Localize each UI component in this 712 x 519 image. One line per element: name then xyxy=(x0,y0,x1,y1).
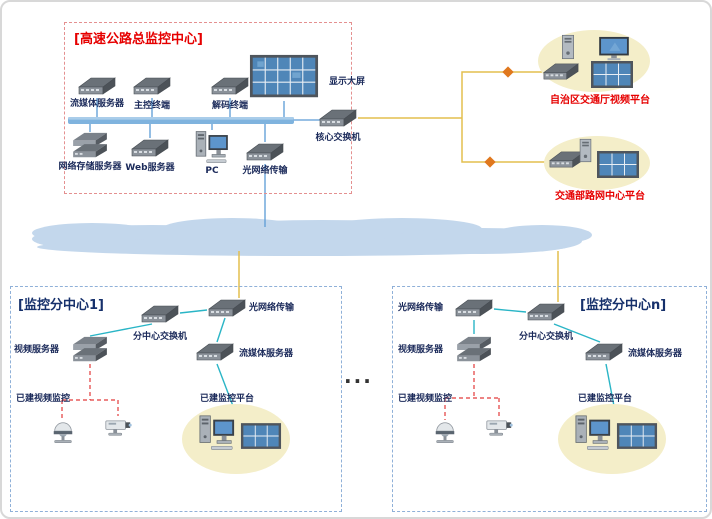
yellow-links xyxy=(238,71,559,302)
streaming-server-label: 流媒体服务器 xyxy=(628,349,683,359)
video-server-icon xyxy=(70,334,110,364)
region-platform-tower-icon xyxy=(560,34,576,60)
red-dashed-links xyxy=(61,364,500,420)
web-server-icon xyxy=(130,136,170,160)
ministry-platform-label: 交通部路网中心平台 xyxy=(555,191,645,202)
streaming-server-icon xyxy=(77,74,117,98)
existing-platform-panel-icon xyxy=(616,422,658,451)
storage-server-label: 网络存储服务器 xyxy=(58,162,122,172)
center-switch-label: 分中心交换机 xyxy=(132,332,187,342)
cloud-icon xyxy=(32,218,592,256)
streaming-server-icon xyxy=(584,340,624,364)
existing-surveillance-label: 已建视频监控 xyxy=(398,394,453,404)
optical-transport-label: 光网络传输 xyxy=(249,303,295,313)
region-platform-switch-icon xyxy=(542,60,580,83)
existing-platform-label: 已建监控平台 xyxy=(200,394,255,404)
region-platform-label: 自治区交通厅视频平台 xyxy=(550,95,650,106)
video-server-label: 视频服务器 xyxy=(398,345,444,355)
region-platform-monitor-icon xyxy=(598,36,630,61)
streaming-server-label: 流媒体服务器 xyxy=(69,99,124,109)
optical-transport-icon xyxy=(454,296,494,320)
core-switch-label: 核心交换机 xyxy=(315,133,361,143)
optical-transport-icon xyxy=(207,296,247,320)
box-camera-icon xyxy=(103,416,133,438)
optical-transport-icon xyxy=(245,140,285,164)
pc-label: PC xyxy=(205,166,219,176)
existing-platform-pc-icon xyxy=(574,412,612,452)
optical-transport-label: 光网络传输 xyxy=(398,303,444,313)
storage-server-icon xyxy=(70,130,110,160)
region-platform-panel-icon xyxy=(590,60,634,90)
subcenter-right-box xyxy=(392,286,707,512)
link-diamond-markers xyxy=(484,66,514,168)
cyan-links xyxy=(89,308,615,407)
pc-icon xyxy=(194,128,230,165)
ministry-platform-panel-icon xyxy=(596,150,640,180)
optical-transport-label: 光网络传输 xyxy=(242,166,288,176)
main-center-box xyxy=(64,22,352,194)
box-camera-icon xyxy=(484,416,514,438)
ministry-platform-tower-icon xyxy=(578,138,593,163)
center-switch-icon xyxy=(140,302,180,326)
master-terminal-icon xyxy=(132,74,172,98)
subcenter-ellipsis: ... xyxy=(344,364,373,388)
blue-links xyxy=(89,98,320,227)
display-wall-label: 显示大屏 xyxy=(329,77,366,87)
streaming-server-icon xyxy=(195,340,235,364)
decoder-terminal-label: 解码终端 xyxy=(211,101,248,111)
decoder-terminal-icon xyxy=(210,74,250,98)
subcenter-left-title: [监控分中心1] xyxy=(18,298,104,313)
dome-camera-icon xyxy=(50,420,76,445)
center-switch-icon xyxy=(526,300,566,324)
existing-platform-panel-icon xyxy=(240,422,282,451)
display-wall-icon xyxy=(248,54,320,100)
core-switch-icon xyxy=(318,106,358,130)
existing-surveillance-label: 已建视频监控 xyxy=(16,394,71,404)
master-terminal-label: 主控终端 xyxy=(133,101,170,111)
existing-platform-pc-icon xyxy=(198,412,236,452)
main-center-title: [高速公路总监控中心] xyxy=(74,32,203,47)
subcenter-left-box xyxy=(10,286,342,512)
center-switch-label: 分中心交换机 xyxy=(518,332,573,342)
bus-bar xyxy=(68,117,294,124)
web-server-label: Web服务器 xyxy=(125,163,175,173)
video-server-icon xyxy=(454,334,494,364)
streaming-server-label: 流媒体服务器 xyxy=(239,349,294,359)
existing-platform-label: 已建监控平台 xyxy=(578,394,633,404)
subcenter-right-title: [监控分中心n] xyxy=(580,298,667,313)
dome-camera-icon xyxy=(432,420,458,445)
video-server-label: 视频服务器 xyxy=(14,345,60,355)
